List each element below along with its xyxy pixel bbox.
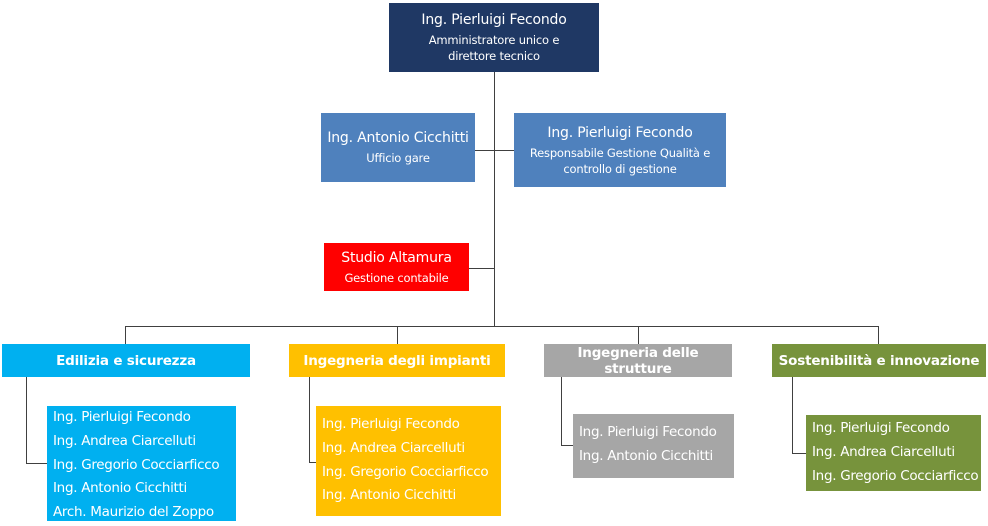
- ceo-box: Ing. Pierluigi Fecondo Amministratore un…: [389, 3, 599, 72]
- department-box-strutture: Ingegneria delle strutture: [544, 344, 732, 377]
- member-item: Ing. Pierluigi Fecondo: [579, 424, 717, 440]
- ufficio-gare-name: Ing. Antonio Cicchitti: [327, 130, 469, 146]
- qualita-role-line-1: Responsabile Gestione Qualità e: [529, 145, 711, 160]
- member-item: Ing. Antonio Cicchitti: [579, 447, 713, 464]
- ufficio-gare-role: Ufficio gare: [366, 151, 430, 165]
- member-item: Ing. Gregorio Cocciarficco: [53, 456, 220, 473]
- member-item: Arch. Maurizio del Zoppo: [53, 504, 214, 521]
- member-item: Ing. Andrea Ciarcelluti: [53, 432, 196, 449]
- qualita-box: Ing. Pierluigi Fecondo Responsabile Gest…: [514, 113, 726, 187]
- ceo-name: Ing. Pierluigi Fecondo: [421, 12, 567, 28]
- ceo-role-line-2: direttore tecnico: [448, 49, 540, 63]
- qualita-role-line-2: controllo di gestione: [563, 161, 677, 176]
- gestione-contabile-name: Studio Altamura: [341, 249, 452, 266]
- department-box-edilizia: Edilizia e sicurezza: [2, 344, 250, 377]
- member-item: Ing. Andrea Ciarcelluti: [322, 439, 465, 456]
- members-list-edilizia: Ing. Pierluigi Fecondo Ing. Andrea Ciarc…: [47, 406, 236, 521]
- member-item: Ing. Pierluigi Fecondo: [812, 420, 950, 436]
- department-box-impianti: Ingegneria degli impianti: [289, 344, 505, 377]
- members-list-sostenibilita: Ing. Pierluigi Fecondo Ing. Andrea Ciarc…: [806, 415, 981, 491]
- dept-0-member-connector: [26, 377, 47, 464]
- ceo-role: Amministratore unico e direttore tecnico: [428, 32, 560, 64]
- ceo-role-line-1: Amministratore unico e: [428, 33, 560, 47]
- department-title: Ingegneria delle strutture: [577, 344, 699, 377]
- department-title: Edilizia e sicurezza: [56, 352, 196, 369]
- member-item: Ing. Andrea Ciarcelluti: [812, 443, 955, 460]
- member-item: Ing. Pierluigi Fecondo: [53, 409, 191, 425]
- member-item: Ing. Pierluigi Fecondo: [322, 416, 460, 432]
- department-title: Ingegneria degli impianti: [303, 352, 491, 369]
- member-item: Ing. Gregorio Cocciarficco: [812, 467, 979, 484]
- qualita-name: Ing. Pierluigi Fecondo: [547, 124, 693, 141]
- department-title: Sostenibilità e innovazione: [778, 352, 980, 369]
- qualita-role: Responsabile Gestione Qualità e controll…: [530, 145, 710, 177]
- members-list-impianti: Ing. Pierluigi Fecondo Ing. Andrea Ciarc…: [316, 406, 501, 516]
- dept-1-member-connector: [309, 377, 316, 463]
- dept-2-member-connector: [561, 377, 573, 446]
- gestione-contabile-box: Studio Altamura Gestione contabile: [324, 243, 469, 291]
- dept-3-member-connector: [792, 377, 806, 454]
- department-box-sostenibilita: Sostenibilità e innovazione: [772, 344, 986, 377]
- member-item: Ing. Gregorio Cocciarficco: [322, 463, 489, 480]
- ufficio-gare-box: Ing. Antonio Cicchitti Ufficio gare: [321, 113, 475, 182]
- gestione-contabile-role: Gestione contabile: [344, 270, 449, 285]
- member-item: Ing. Antonio Cicchitti: [53, 480, 187, 497]
- members-list-strutture: Ing. Pierluigi Fecondo Ing. Antonio Cicc…: [573, 414, 734, 478]
- member-item: Ing. Antonio Cicchitti: [322, 487, 456, 504]
